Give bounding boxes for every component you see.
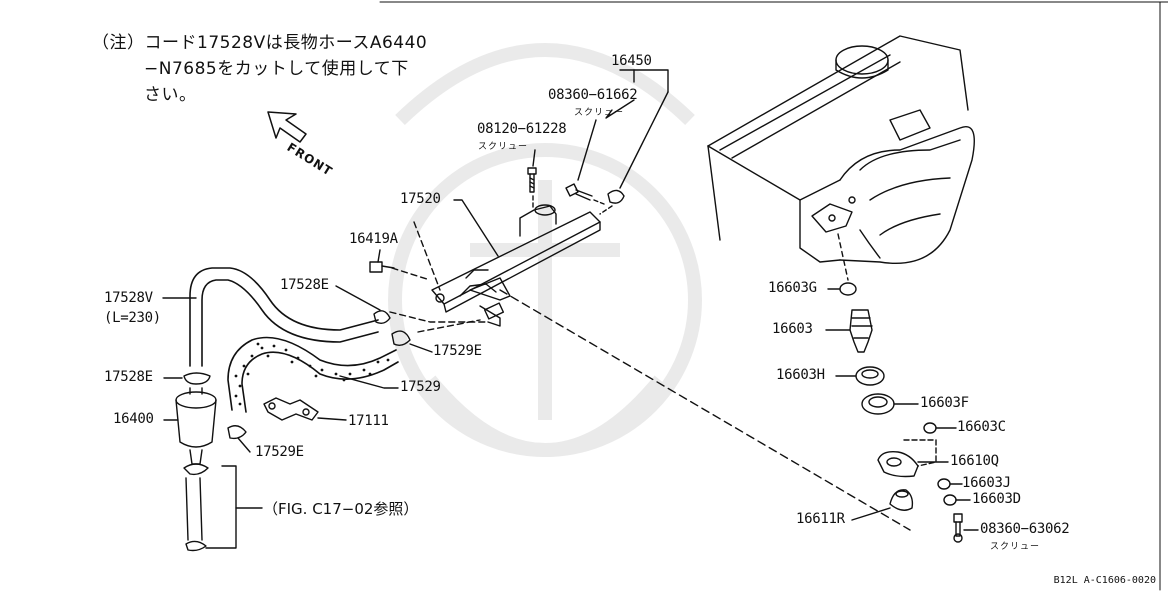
label-17529E-mid: 17529E: [433, 343, 482, 359]
label-08360-63062: 08360−63062: [980, 521, 1070, 537]
label-08120-61228: 08120−61228: [477, 121, 567, 137]
label-16610Q: 16610Q: [950, 453, 999, 469]
clamp-17529E-low: [227, 425, 247, 440]
label-17529: 17529: [400, 379, 441, 395]
label-17529E-low: 17529E: [255, 444, 304, 460]
label-17528V: 17528V: [104, 290, 153, 306]
label-17528E-left: 17528E: [104, 369, 153, 385]
label-08360-63062-sub: スクリュー: [990, 542, 1041, 552]
bracket-16610Q: [877, 450, 919, 478]
screw-08360-61662: [565, 183, 593, 201]
note-line-2: −N7685をカットして使用して下: [144, 59, 409, 79]
label-16603G: 16603G: [768, 280, 817, 296]
drawing-code: B12L A-C1606-0020: [1053, 575, 1156, 586]
washer-16603C: [923, 422, 937, 434]
fuel-rail-assembly: [431, 204, 601, 327]
clamp-17528E-top: [373, 310, 391, 325]
label-16603: 16603: [772, 321, 813, 337]
screw-08360-63062: [953, 513, 963, 543]
washer-16603J: [937, 478, 951, 490]
hose-17528V: [189, 267, 379, 367]
note-line-3: さい。: [144, 85, 197, 105]
screw-08120-61228: [527, 167, 537, 193]
label-17111: 17111: [348, 413, 389, 429]
front-arrow: [267, 111, 307, 143]
engine-block: [707, 35, 975, 264]
label-16603J: 16603J: [962, 475, 1011, 491]
assembly-note: （注）コード17528Vは長物ホースA6440 −N7685をカットして使用して…: [92, 30, 452, 108]
watermark-crest: [388, 43, 702, 457]
label-16611R: 16611R: [796, 511, 845, 527]
label-16450: 16450: [611, 53, 652, 69]
label-08360-61662: 08360−61662: [548, 87, 638, 103]
label-16419A: 16419A: [349, 231, 398, 247]
washer-16603G: [839, 282, 857, 296]
label-08360-61662-sub: スクリュー: [574, 108, 625, 118]
label-08120-61228-sub: スクリュー: [478, 142, 529, 152]
label-16603D: 16603D: [972, 491, 1021, 507]
clamp-17529E-mid: [391, 330, 411, 347]
bolt-16419A: [369, 261, 395, 273]
note-line-1: （注）コード17528Vは長物ホースA6440: [92, 33, 428, 53]
fuel-filter-16400: [175, 387, 217, 465]
hose-17529: [227, 336, 399, 413]
label-16603C: 16603C: [957, 419, 1006, 435]
bracket-17111: [263, 397, 319, 421]
figure-reference: （FIG. C17−02参照）: [263, 500, 419, 518]
lower-hose: [183, 463, 209, 552]
clamp-17528E-left: [183, 372, 211, 385]
injector-16603: [849, 309, 873, 353]
washer-16603D: [943, 494, 957, 506]
label-16400: 16400: [113, 411, 154, 427]
label-17528V-length: (L=230): [104, 310, 161, 326]
cap-16611R: [889, 489, 914, 511]
clamp-16450: [607, 189, 625, 204]
hose-17529-texture: [234, 342, 390, 406]
label-16603F: 16603F: [920, 395, 969, 411]
label-16603H: 16603H: [776, 367, 825, 383]
label-17520: 17520: [400, 191, 441, 207]
label-17528E-top: 17528E: [280, 277, 329, 293]
